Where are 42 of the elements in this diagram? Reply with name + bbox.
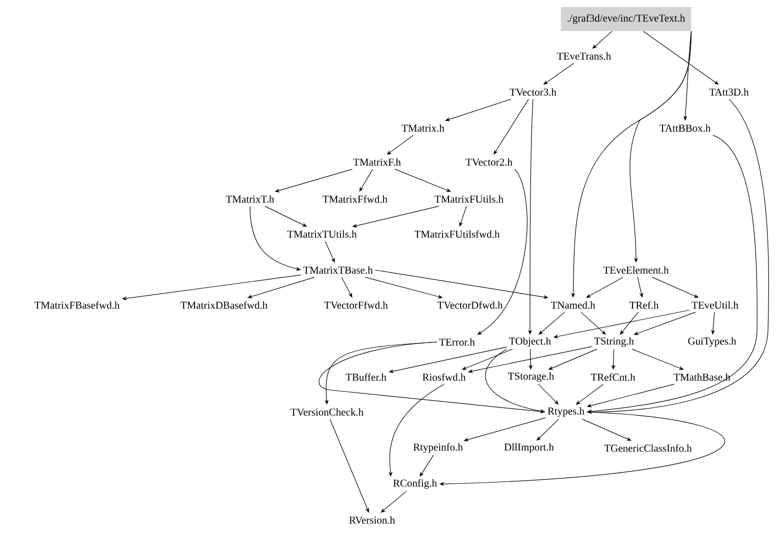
file-label: TString.h: [594, 337, 634, 347]
arrow: [592, 30, 612, 49]
file-label: RVersion.h: [349, 516, 395, 524]
file-label: TMatrixDBasefwd.h: [180, 301, 268, 309]
file-label: TVectorFfwd.h: [324, 301, 388, 309]
file-label: TAttBBox.h: [660, 124, 711, 132]
file-label: TMatrixFfwd.h: [322, 195, 388, 203]
file-label: TVector3.h: [510, 88, 556, 96]
file-label: TEveUtil.h: [692, 301, 738, 309]
file-label: TMatrixTBase.h: [303, 266, 373, 274]
arrow: [445, 98, 512, 122]
file-label: TVectorDfwd.h: [437, 301, 503, 309]
file-label: TVersionCheck.h: [290, 408, 364, 416]
file-label: TObject.h: [509, 337, 551, 347]
file-label: TMatrixF.h: [353, 158, 401, 166]
file-label: TBuffer.h: [346, 373, 386, 381]
file-label: TMathBase.h: [674, 373, 730, 381]
file-label: TEveElement.h: [603, 266, 669, 274]
file-label: TVector2.h: [466, 158, 512, 166]
file-label: TAtt3D.h: [709, 88, 749, 96]
file-label: TGenericClassInfo.h: [604, 444, 692, 452]
file-label: TMatrixT.h: [226, 195, 274, 203]
file-label: TEveTrans.h: [557, 52, 611, 60]
file-label: TMatrixFBasefwd.h: [34, 301, 120, 309]
file-label: TMatrix.h: [402, 124, 444, 132]
file-label: Rtypes.h: [548, 407, 584, 417]
file-label: TMatrixTUtils.h: [287, 230, 357, 238]
file-label: Riosfwd.h: [422, 373, 466, 381]
arrow: [538, 384, 559, 405]
file-label: TMatrixFUtilsfwd.h: [414, 230, 500, 238]
file-label: TMatrixFUtils.h: [434, 195, 504, 203]
file-label: TRefCnt.h: [590, 373, 636, 381]
root-file-box: ./graf3d/eve/inc/TEveText.h: [560, 7, 692, 31]
file-label: DllImport.h: [504, 443, 554, 453]
file-label: TRef.h: [629, 301, 659, 309]
file-label: RConfig.h: [393, 479, 437, 489]
file-label: TError.h: [439, 338, 475, 346]
file-label: TStorage.h: [508, 372, 554, 382]
file-label: TNamed.h: [550, 301, 596, 309]
file-label: Rtypeinfo.h: [413, 443, 463, 453]
file-label: GuiTypes.h: [688, 337, 736, 347]
arrow: [380, 490, 407, 513]
